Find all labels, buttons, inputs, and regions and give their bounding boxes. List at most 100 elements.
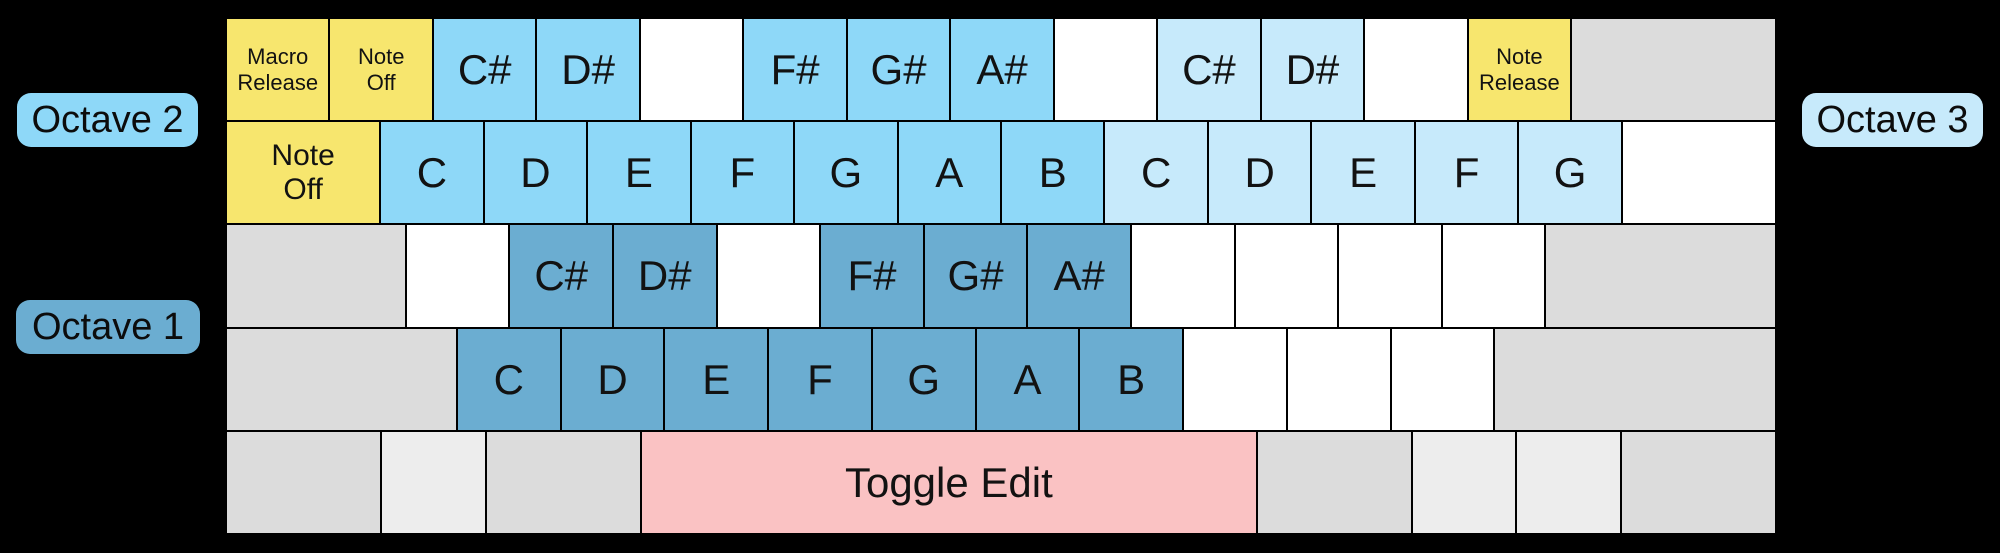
key-menu[interactable] [1517, 431, 1620, 534]
key-backslash[interactable] [1622, 122, 1776, 224]
key-meta-right[interactable] [1413, 431, 1516, 534]
key-p[interactable]: E [1312, 122, 1414, 224]
key-s[interactable]: C# [510, 225, 612, 327]
key-label: F [1453, 149, 1480, 197]
key-label: D [597, 355, 628, 403]
key-j[interactable]: A# [1028, 225, 1130, 327]
key-6[interactable]: G# [847, 19, 950, 121]
key-d[interactable]: D# [613, 225, 716, 327]
key-m[interactable]: B [1080, 328, 1183, 430]
key-alt-right[interactable] [1257, 431, 1412, 534]
key-f[interactable] [717, 225, 820, 327]
key-x[interactable]: D [561, 328, 664, 430]
key-enter[interactable] [1546, 225, 1775, 327]
key-8[interactable] [1054, 19, 1157, 121]
key-quote[interactable] [1442, 225, 1545, 327]
key-g[interactable]: F# [821, 225, 923, 327]
key-u[interactable]: B [1002, 122, 1104, 224]
key-i[interactable]: C [1105, 122, 1207, 224]
key-7[interactable]: A# [951, 19, 1053, 121]
key-l[interactable] [1235, 225, 1338, 327]
key-label: C [1141, 149, 1172, 197]
key-shift-left[interactable] [227, 328, 456, 430]
key-n[interactable]: A [976, 328, 1079, 430]
key-comma[interactable] [1184, 328, 1286, 430]
octave-3-label: Octave 3 [1802, 93, 1983, 147]
key-bracket-right[interactable]: G [1519, 122, 1621, 224]
key-label: G [829, 149, 863, 197]
key-label: E [624, 149, 653, 197]
key-label: G [1553, 149, 1587, 197]
key-t[interactable]: G [795, 122, 897, 224]
key-label: Toggle Edit [844, 458, 1053, 506]
key-q[interactable]: C [381, 122, 483, 224]
key-label: F [807, 355, 833, 403]
key-ctrl-right[interactable] [1621, 431, 1776, 534]
key-label: D [1244, 149, 1275, 197]
key-label: E [1349, 149, 1378, 197]
key-y[interactable]: A [898, 122, 1001, 224]
key-3[interactable]: D# [537, 19, 639, 121]
key-label: D# [637, 252, 692, 300]
key-label: Release [1479, 69, 1560, 95]
key-label: Note [1496, 43, 1543, 69]
key-label: D [520, 149, 551, 197]
keyboard-row-space-row: Toggle Edit [227, 431, 1776, 534]
key-c[interactable]: E [665, 328, 768, 430]
key-9[interactable]: C# [1158, 19, 1260, 121]
key-5[interactable]: F# [744, 19, 846, 121]
key-label: B [1038, 149, 1067, 197]
key-slash[interactable] [1391, 328, 1494, 430]
key-0[interactable]: D# [1261, 19, 1364, 121]
key-label: E [702, 355, 731, 403]
key-label: Off [283, 172, 323, 206]
key-e[interactable]: E [588, 122, 690, 224]
key-backspace[interactable] [1572, 19, 1776, 121]
key-label: F# [770, 46, 820, 94]
key-w[interactable]: D [484, 122, 587, 224]
key-label: A# [976, 46, 1028, 94]
key-a[interactable] [406, 225, 509, 327]
key-z[interactable]: C [457, 328, 560, 430]
key-bracket-left[interactable]: F [1415, 122, 1518, 224]
key-label: A [1013, 355, 1042, 403]
key-label: G [907, 355, 941, 403]
key-2[interactable]: C# [433, 19, 536, 121]
key-v[interactable]: F [769, 328, 871, 430]
key-o[interactable]: D [1208, 122, 1311, 224]
key-h[interactable]: G# [924, 225, 1027, 327]
key-period[interactable] [1287, 328, 1390, 430]
key-semicolon[interactable] [1339, 225, 1441, 327]
key-caps-lock[interactable] [227, 225, 405, 327]
key-label: Macro [247, 43, 309, 69]
key-label: Off [366, 69, 396, 95]
key-label: Note [357, 43, 405, 69]
key-label: Release [237, 69, 319, 95]
key-4[interactable] [640, 19, 743, 121]
key-minus[interactable] [1365, 19, 1467, 121]
key-shift-right[interactable] [1495, 328, 1776, 430]
key-b[interactable]: G [872, 328, 975, 430]
key-label: C# [457, 46, 512, 94]
key-label: C [416, 149, 448, 197]
key-ctrl-left[interactable] [227, 431, 381, 534]
key-label: G# [870, 46, 927, 94]
key-meta-left[interactable] [382, 431, 485, 534]
octave-2-label: Octave 2 [17, 93, 198, 147]
key-label: D# [1285, 46, 1340, 94]
key-label: C# [1182, 46, 1236, 94]
key-r[interactable]: F [691, 122, 794, 224]
key-space[interactable]: Toggle Edit [642, 431, 1256, 534]
key-k[interactable] [1131, 225, 1234, 327]
key-alt-left[interactable] [486, 431, 641, 534]
key-label: F# [847, 252, 897, 300]
key-label: F [729, 149, 756, 197]
